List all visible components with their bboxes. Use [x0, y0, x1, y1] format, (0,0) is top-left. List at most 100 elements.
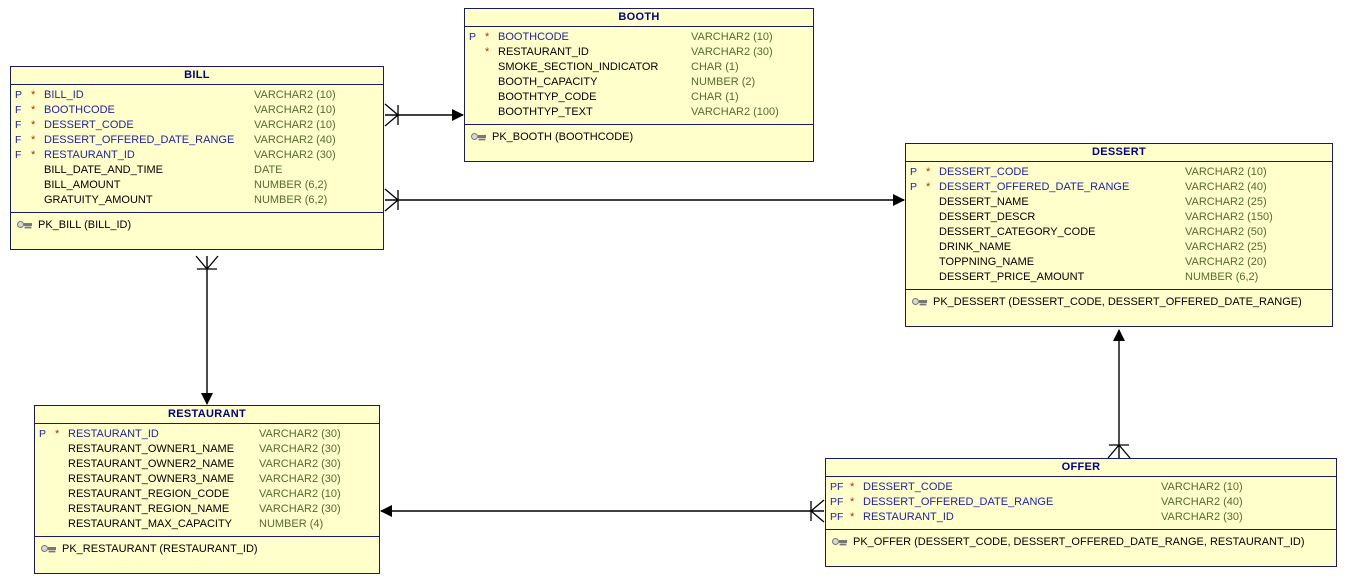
primary-key-row[interactable]: PK_DESSERT (DESSERT_CODE, DESSERT_OFFERE…	[906, 294, 1332, 309]
attribute-name: DRINK_NAME	[939, 241, 1012, 253]
attribute-datatype: VARCHAR2 (10)	[1161, 481, 1243, 493]
attribute-datatype: NUMBER (6,2)	[254, 194, 328, 206]
primary-key-row[interactable]: PK_BILL (BILL_ID)	[11, 217, 383, 232]
attribute-name: BILL_DATE_AND_TIME	[44, 164, 164, 176]
attribute-required-marker: *	[850, 511, 855, 523]
attribute-key-marker: P	[910, 181, 918, 193]
attribute-name: DESSERT_CODE	[44, 119, 134, 131]
attribute-required-marker: *	[485, 31, 490, 43]
attribute-name: RESTAURANT_ID	[863, 511, 954, 523]
attribute-datatype: VARCHAR2 (20)	[1185, 256, 1267, 268]
attribute-datatype: VARCHAR2 (30)	[259, 473, 341, 485]
attribute-name: BOOTH_CAPACITY	[498, 76, 598, 88]
primary-key-label: PK_RESTAURANT (RESTAURANT_ID)	[62, 542, 258, 555]
attribute-name: DESSERT_CODE	[863, 481, 953, 493]
attribute-datatype: VARCHAR2 (25)	[1185, 196, 1267, 208]
primary-key-row[interactable]: PK_RESTAURANT (RESTAURANT_ID)	[35, 541, 379, 556]
primary-key-section-restaurant: PK_RESTAURANT (RESTAURANT_ID)	[35, 537, 379, 573]
attribute-name: DESSERT_OFFERED_DATE_RANGE	[863, 496, 1054, 508]
key-icon	[832, 537, 847, 546]
attribute-row[interactable]: DESSERT_NAME VARCHAR2 (25)	[906, 195, 1332, 210]
attribute-required-marker: *	[31, 104, 36, 116]
attribute-datatype: VARCHAR2 (30)	[254, 149, 336, 161]
key-icon	[17, 220, 32, 229]
attribute-datatype: VARCHAR2 (30)	[259, 458, 341, 470]
attribute-datatype: VARCHAR2 (30)	[259, 503, 341, 515]
attribute-name: DESSERT_CATEGORY_CODE	[939, 226, 1096, 238]
primary-key-row[interactable]: PK_BOOTH (BOOTHCODE)	[465, 129, 813, 144]
relationship-bill-booth	[384, 103, 464, 127]
attribute-required-marker: *	[485, 46, 490, 58]
attribute-name: BOOTHTYP_CODE	[498, 91, 597, 103]
attribute-datatype: NUMBER (6,2)	[1185, 271, 1259, 283]
attribute-name: DESSERT_CODE	[939, 166, 1029, 178]
attribute-datatype: VARCHAR2 (40)	[254, 134, 336, 146]
entity-title-restaurant: RESTAURANT	[35, 406, 379, 424]
attribute-name: RESTAURANT_REGION_CODE	[68, 488, 230, 500]
attribute-name: RESTAURANT_ID	[44, 149, 135, 161]
attribute-required-marker: *	[31, 89, 36, 101]
attribute-name: TOPPNING_NAME	[939, 256, 1035, 268]
attribute-name: DESSERT_NAME	[939, 196, 1029, 208]
attribute-row[interactable]: TOPPNING_NAME VARCHAR2 (20)	[906, 255, 1332, 270]
key-icon	[912, 297, 927, 306]
attribute-datatype: CHAR (1)	[691, 61, 739, 73]
attribute-key-marker: P	[469, 31, 477, 43]
attribute-datatype: VARCHAR2 (40)	[1161, 496, 1243, 508]
attribute-required-marker: *	[926, 166, 931, 178]
key-icon	[471, 132, 486, 141]
entity-title-dessert: DESSERT	[906, 144, 1332, 162]
primary-key-section-offer: PK_OFFER (DESSERT_CODE, DESSERT_OFFERED_…	[826, 530, 1336, 566]
attribute-name: BOOTHCODE	[44, 104, 115, 116]
primary-key-row[interactable]: PK_OFFER (DESSERT_CODE, DESSERT_OFFERED_…	[826, 534, 1336, 549]
entity-title-bill: BILL	[11, 67, 383, 85]
attribute-required-marker: *	[926, 181, 931, 193]
entity-title-offer: OFFER	[826, 459, 1336, 477]
attribute-datatype: VARCHAR2 (10)	[254, 104, 336, 116]
attribute-required-marker: *	[850, 481, 855, 493]
attribute-datatype: VARCHAR2 (30)	[259, 428, 341, 440]
attribute-name: BOOTHCODE	[498, 31, 569, 43]
relationship-bill-dessert	[384, 188, 905, 212]
attribute-required-marker: *	[31, 119, 36, 131]
